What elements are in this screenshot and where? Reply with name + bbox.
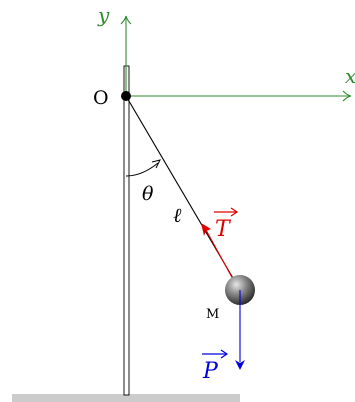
- angle-arc: [125, 162, 159, 177]
- x-axis-label: x: [345, 64, 355, 88]
- weight-arrowhead: [235, 360, 245, 370]
- mass-label: M: [206, 307, 219, 322]
- y-axis-label: y: [97, 3, 110, 27]
- angle-arrowhead: [151, 159, 161, 169]
- ground-bar: [12, 394, 240, 402]
- x-axis-arrowhead: [342, 90, 352, 102]
- tension-label: T: [215, 217, 232, 242]
- support-rod: [123, 65, 130, 396]
- y-axis-arrowhead: [120, 15, 132, 25]
- tension-vector: [205, 229, 235, 282]
- weight-label: P: [202, 359, 219, 384]
- length-label: ℓ: [173, 203, 182, 227]
- angle-label: θ: [142, 183, 154, 205]
- tension-arrowhead: [201, 223, 211, 236]
- origin-label: O: [93, 87, 109, 109]
- tension-vector-arrow-icon: [214, 207, 239, 217]
- weight-vector-arrow-icon: [202, 349, 229, 359]
